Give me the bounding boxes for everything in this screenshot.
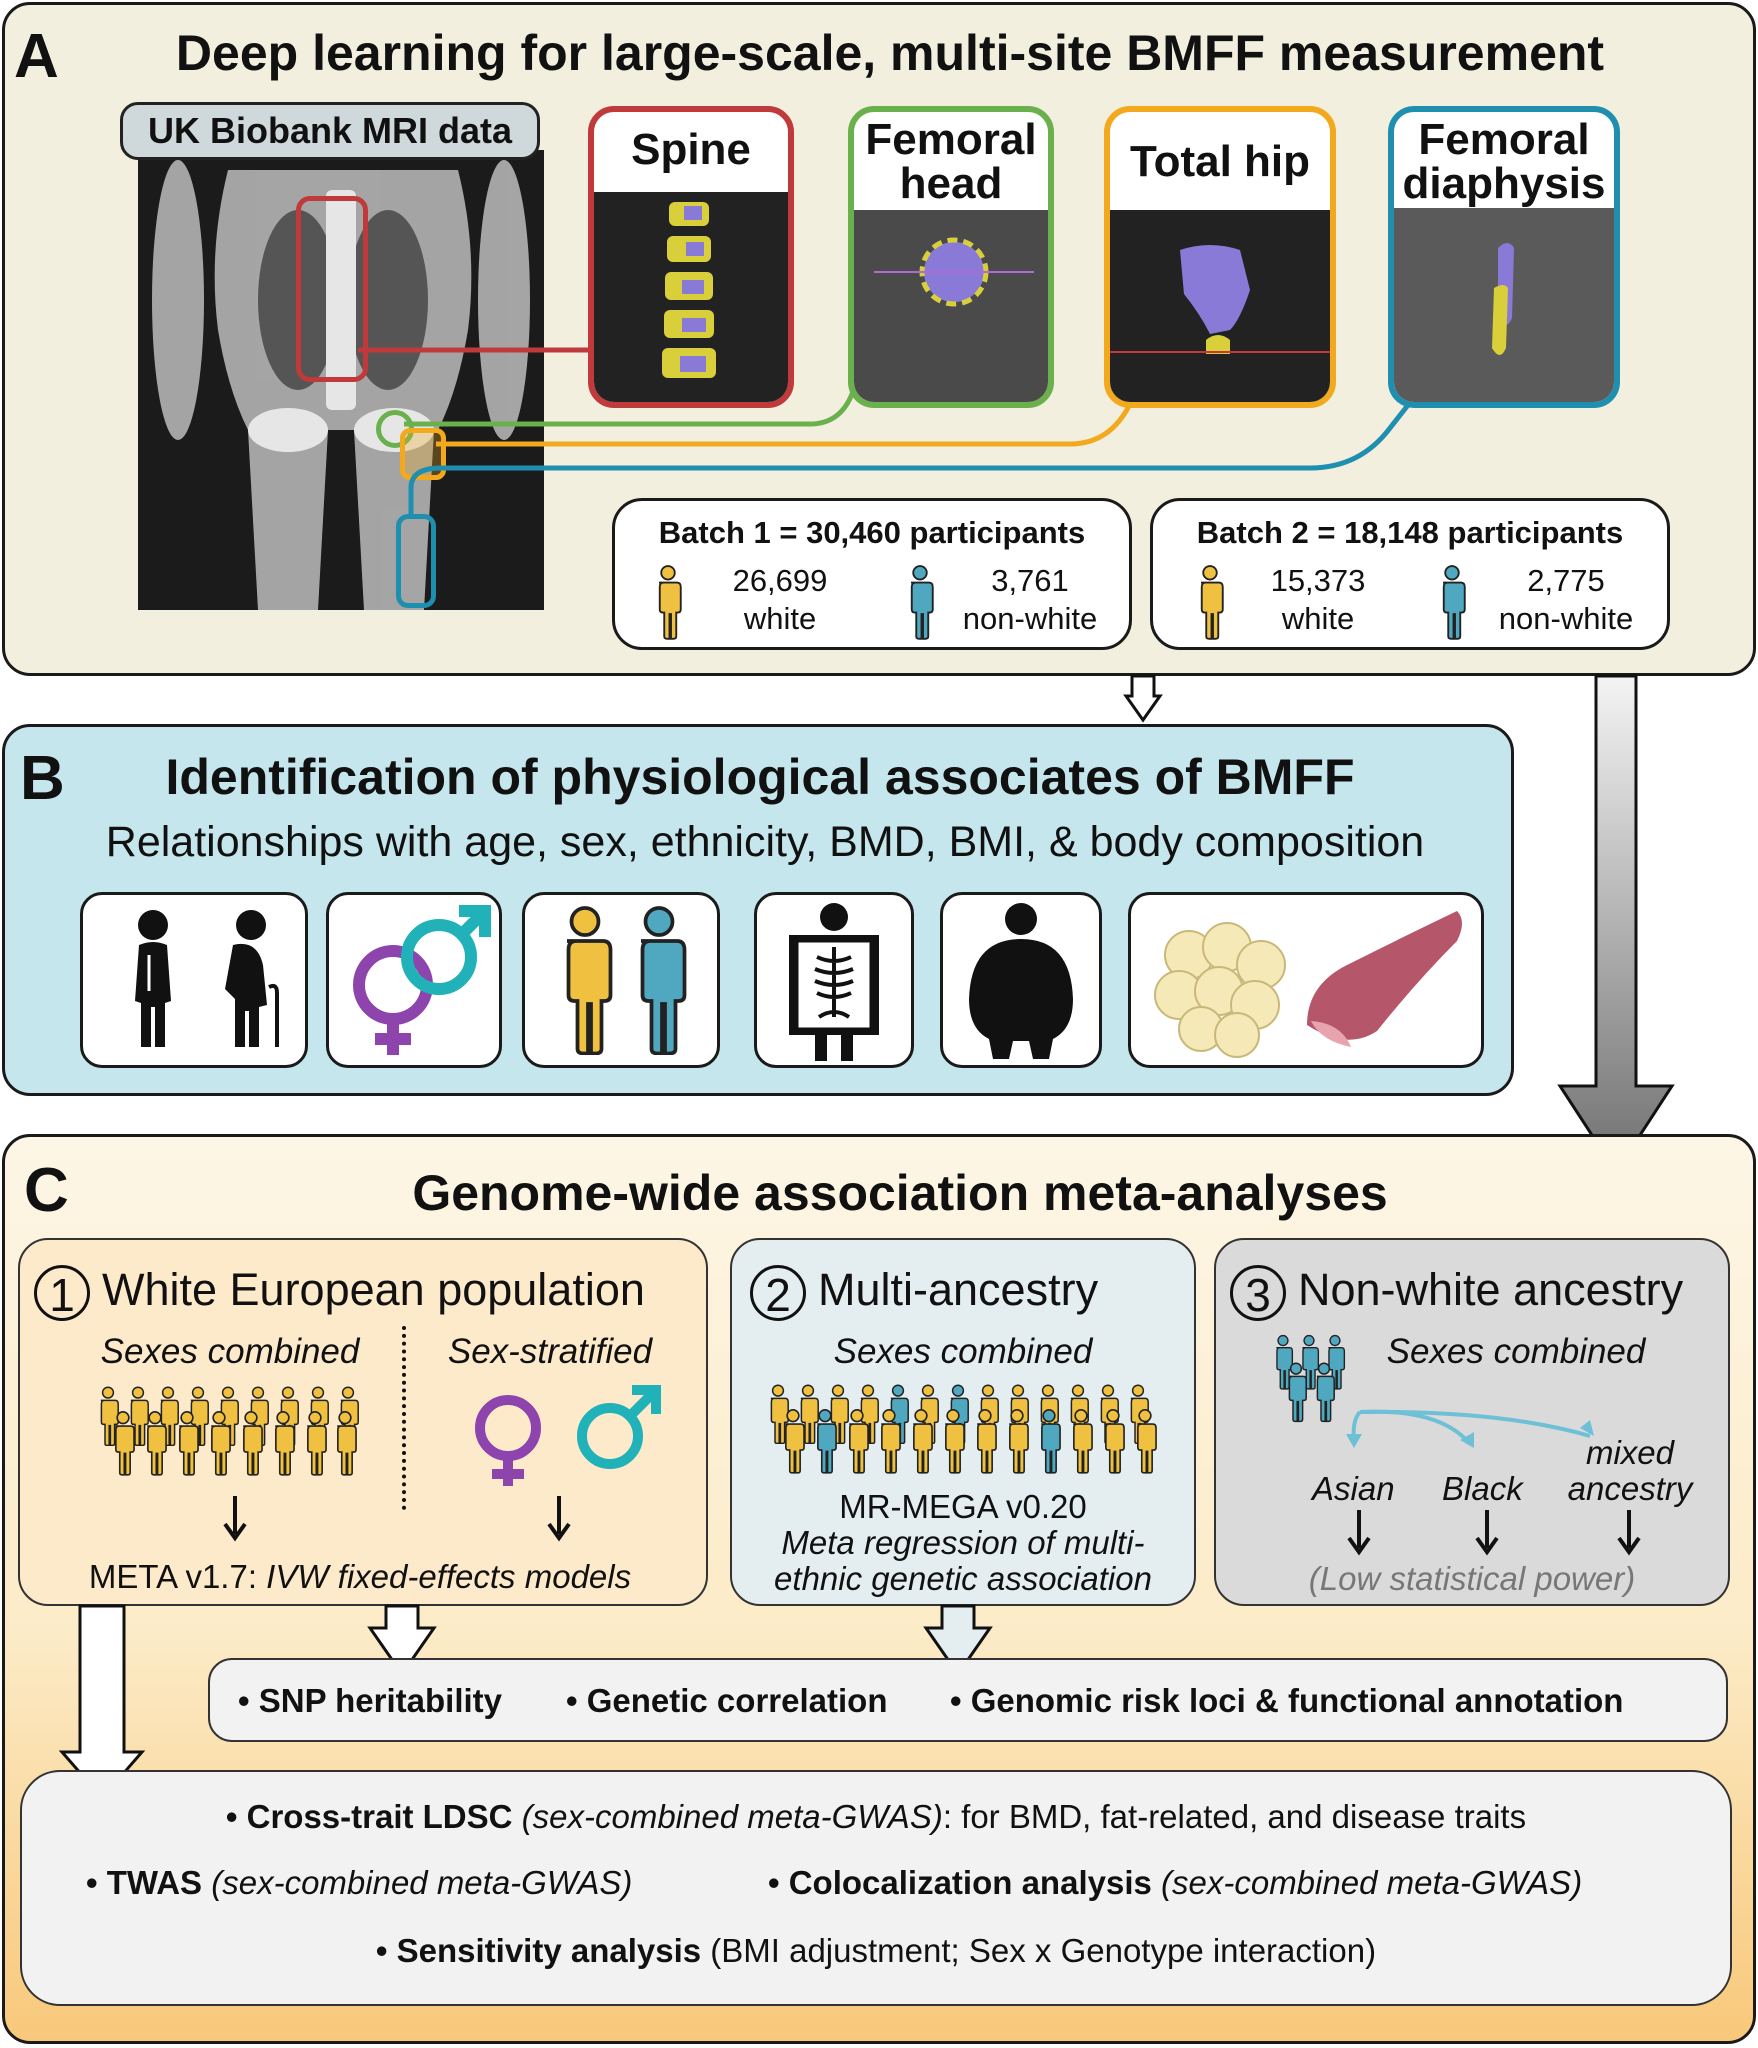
sub1-right-label: Sex-stratified	[447, 1332, 653, 1371]
obesity-icon	[940, 892, 1102, 1068]
followup-colocalization: • Colocalization analysis (sex-combined …	[768, 1864, 1583, 1901]
spine-roi-outline	[296, 196, 368, 382]
panel-a-letter: A	[14, 22, 59, 91]
batch1-box: Batch 1 = 30,460 participants 26,699 whi…	[612, 498, 1132, 650]
followup-line3: • Sensitivity analysis (BMI adjustment; …	[375, 1932, 1377, 1969]
sub1-title: White European population	[102, 1264, 645, 1315]
arrow-down-icon	[1347, 1510, 1371, 1556]
batch2-box: Batch 2 = 18,148 participants 15,373 whi…	[1150, 498, 1670, 650]
batch1-nonwhite-count: 3,761	[991, 563, 1069, 598]
sub2-title: Multi-ancestry	[818, 1264, 1099, 1315]
group-ancestry: ancestry	[1567, 1470, 1693, 1507]
ethnicity-icon	[522, 892, 720, 1068]
followup-box	[20, 1770, 1732, 2006]
analyses-bar	[208, 1658, 1728, 1742]
crop-spine-label: Spine	[631, 125, 751, 174]
batch1-white-count: 26,699	[732, 563, 828, 598]
arrow-down-icon	[1617, 1510, 1641, 1556]
analysis-genomic-risk-loci: • Genomic risk loci & functional annotat…	[950, 1682, 1624, 1719]
sub2-label: Sexes combined	[833, 1332, 1093, 1371]
sub1-divider	[402, 1326, 406, 1510]
total-hip-segmentation-image	[1110, 210, 1330, 402]
batch2-title: Batch 2 = 18,148 participants	[1196, 515, 1624, 550]
followup-twas: • TWAS (sex-combined meta-GWAS)	[86, 1864, 633, 1901]
batch2-nonwhite-count: 2,775	[1527, 563, 1605, 598]
sub1-number: 1	[34, 1265, 90, 1322]
sex-stratified-icon	[475, 1385, 661, 1486]
panel-b-title: Identification of physiological associat…	[165, 749, 1355, 805]
group-asian: Asian	[1312, 1470, 1395, 1507]
fat-and-muscle-icon	[1128, 892, 1484, 1068]
analysis-genetic-correlation: • Genetic correlation	[566, 1682, 888, 1719]
panel-a-title: Deep learning for large-scale, multi-sit…	[175, 25, 1605, 81]
femoral-diaphysis-roi	[396, 514, 436, 608]
batch1-white-label: white	[743, 601, 817, 636]
xray-skeleton-icon	[754, 892, 914, 1068]
crop-femoral-head: Femoral head	[848, 106, 1054, 408]
spine-segmentation-image	[594, 192, 788, 402]
arrow-a-to-c	[1557, 674, 1675, 1175]
sub2-method: MR-MEGA v0.20	[839, 1488, 1087, 1525]
analysis-snp-heritability: • SNP heritability	[238, 1682, 503, 1719]
sub2-desc-line1: Meta regression of multi-	[781, 1524, 1145, 1561]
sub3-label: Sexes combined	[1386, 1332, 1646, 1371]
sub2-desc-line2: ethnic genetic association	[774, 1560, 1152, 1597]
batch1-title: Batch 1 = 30,460 participants	[658, 515, 1086, 550]
ancestry-split-arrows	[1346, 1409, 1594, 1448]
crop-femoral-diaphysis: Femoral diaphysis	[1388, 106, 1620, 408]
age-icon	[80, 892, 308, 1068]
arrow-a-to-b	[1123, 674, 1163, 723]
femoral-head-segmentation-image	[854, 210, 1048, 402]
sub3-number: 3	[1230, 1265, 1286, 1322]
arrow-down-icon	[1475, 1510, 1499, 1556]
batch2-white-label: white	[1281, 601, 1355, 636]
sub1-left-label: Sexes combined	[100, 1332, 360, 1371]
batch2-white-count: 15,373	[1270, 563, 1366, 598]
arrow-down-icon	[547, 1496, 571, 1542]
panel-b-letter: B	[20, 744, 65, 813]
crop-spine: Spine	[588, 106, 794, 408]
sex-icon	[326, 892, 502, 1068]
batch1-nonwhite-label: non-white	[962, 601, 1098, 636]
panel-b-subtitle: Relationships with age, sex, ethnicity, …	[105, 818, 1425, 866]
crop-total-hip-label: Total hip	[1129, 137, 1311, 186]
crop-femoral-diaphysis-label: Femoral diaphysis	[1402, 115, 1606, 208]
sub3-note: (Low statistical power)	[1308, 1560, 1636, 1597]
mri-image	[138, 150, 544, 610]
panel-c-letter: C	[24, 1156, 69, 1225]
followup-line1: • Cross-trait LDSC (sex-combined meta-GW…	[225, 1798, 1527, 1835]
group-mixed: mixed	[1585, 1434, 1675, 1471]
femoral-diaphysis-segmentation-image	[1394, 208, 1614, 402]
sub2-number: 2	[750, 1265, 806, 1322]
arrow-down-icon	[223, 1496, 247, 1542]
sub1-method: META v1.7: IVW fixed-effects models	[88, 1558, 632, 1595]
group-black: Black	[1442, 1470, 1523, 1507]
batch2-nonwhite-label: non-white	[1498, 601, 1634, 636]
crop-femoral-head-label: Femoral head	[865, 115, 1037, 208]
panel-c-title: Genome-wide association meta-analyses	[412, 1165, 1388, 1221]
sub3-title: Non-white ancestry	[1298, 1264, 1684, 1315]
mri-label: UK Biobank MRI data	[120, 102, 540, 160]
crop-total-hip: Total hip	[1104, 106, 1336, 408]
